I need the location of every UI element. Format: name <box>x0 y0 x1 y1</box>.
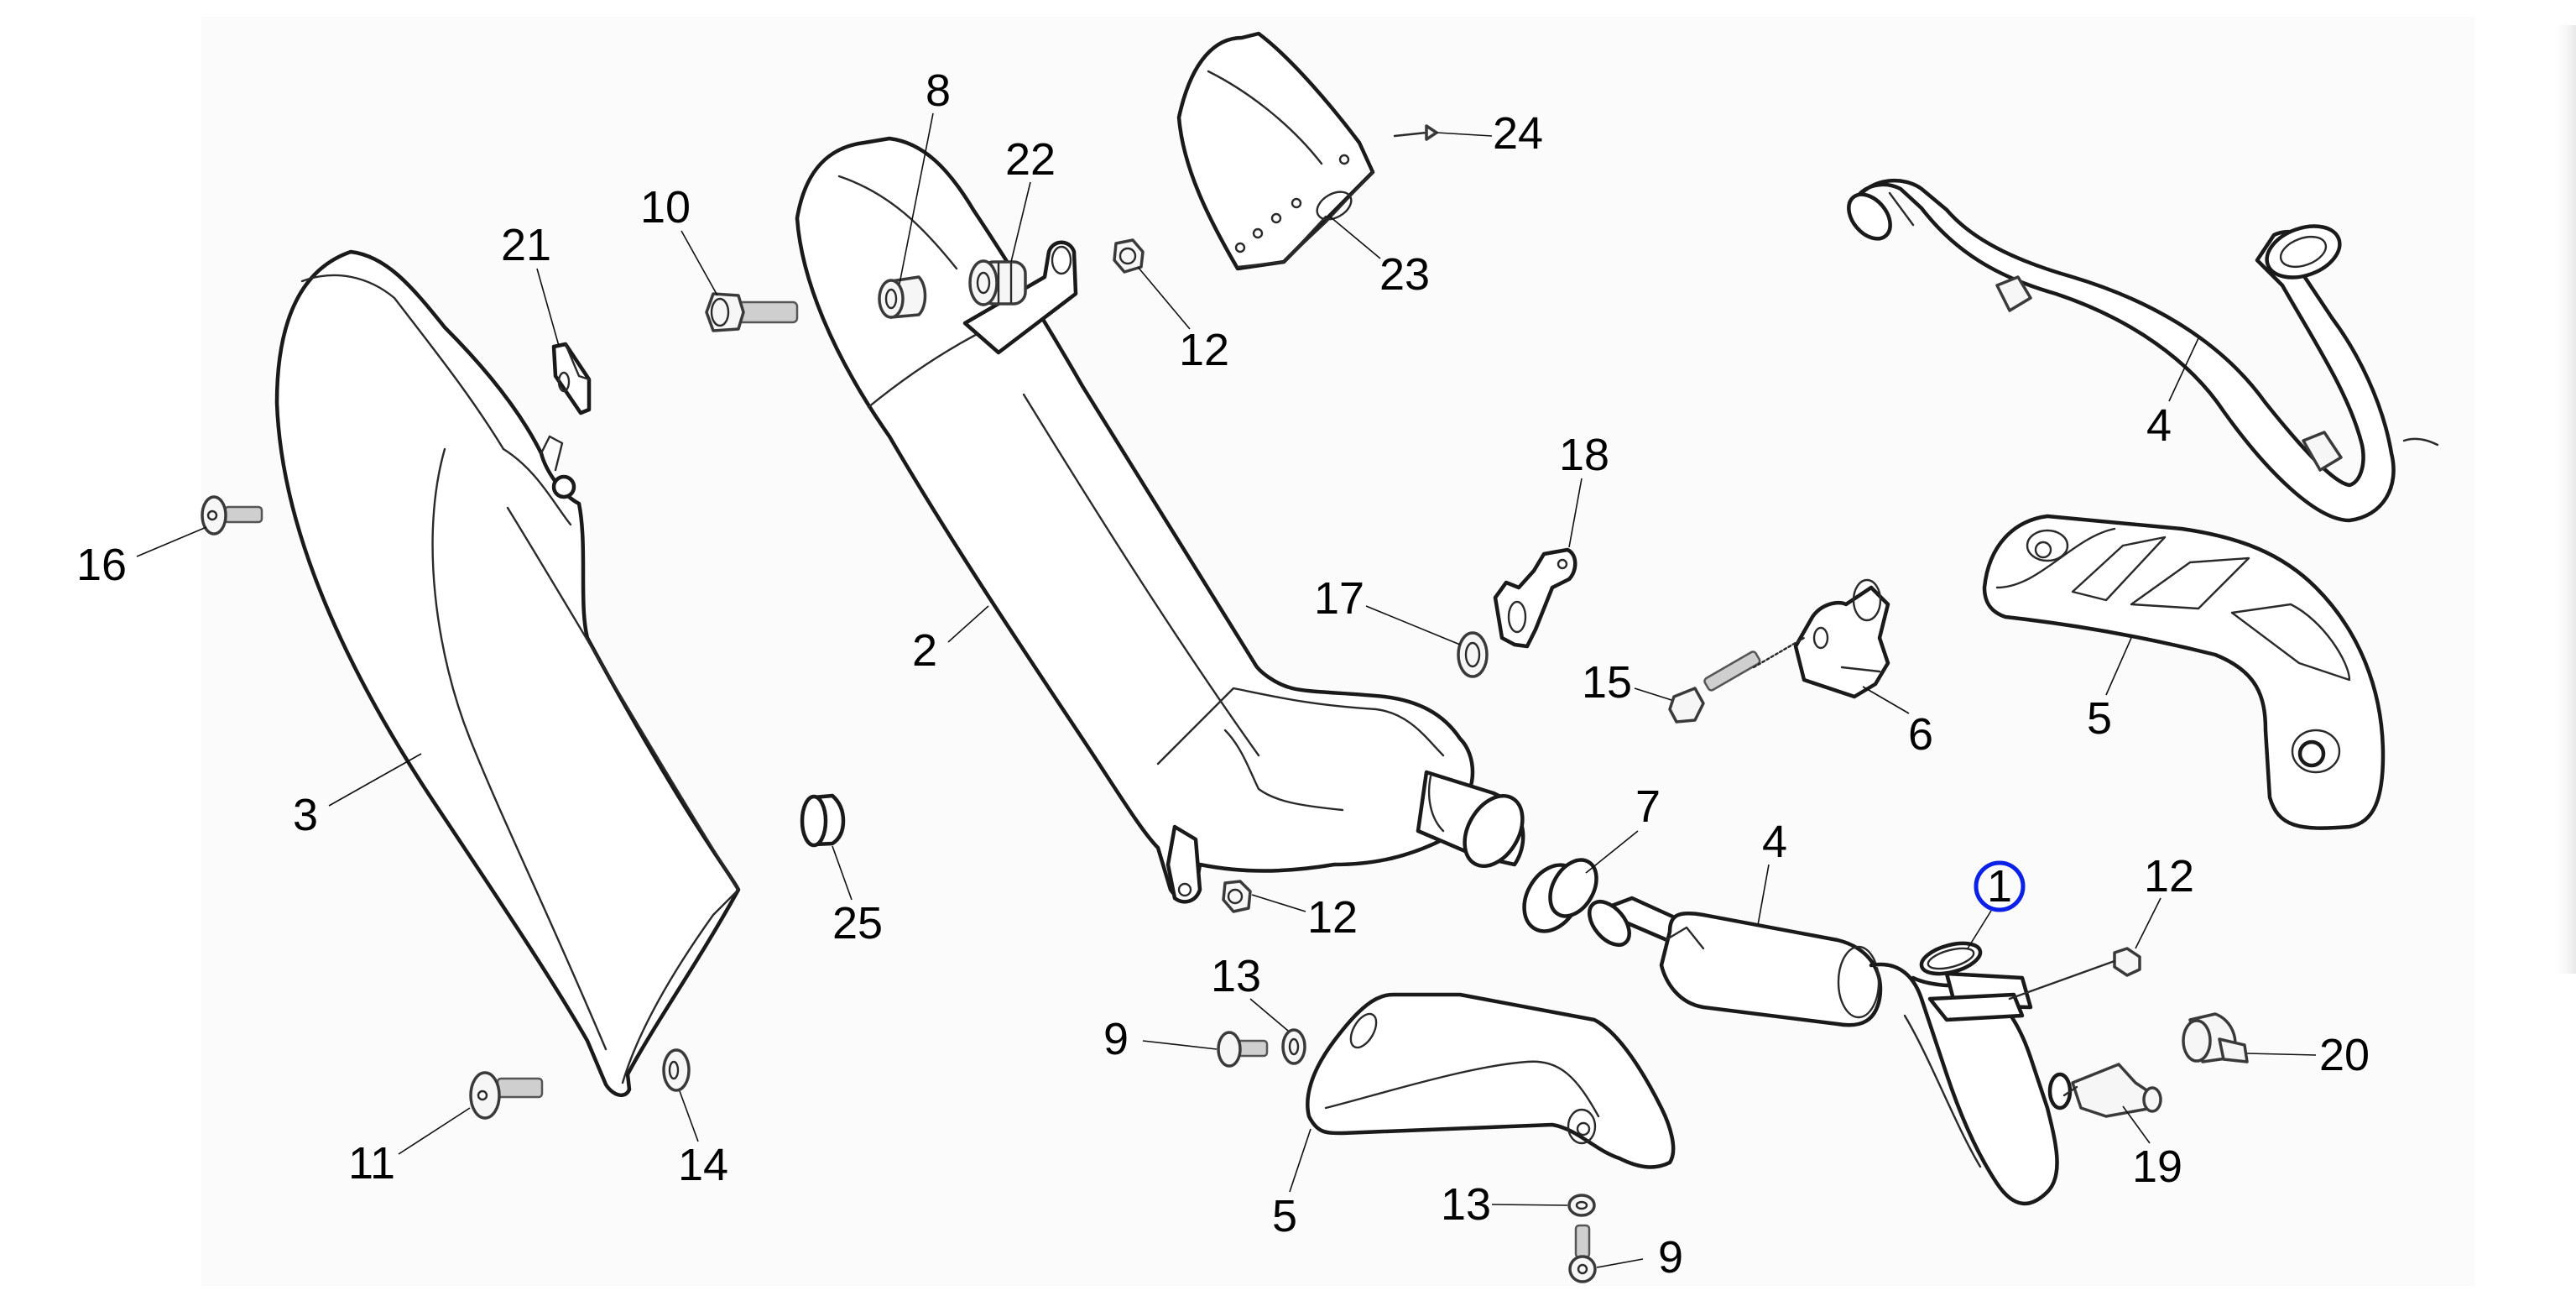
callout-label-clamp-bolt[interactable]: 15 <box>1582 657 1632 708</box>
leader-line-grommet <box>1365 605 1461 645</box>
leader-line-silencer <box>947 605 989 643</box>
leader-line-screw <box>1596 1258 1644 1268</box>
callout-label-screw[interactable]: 9 <box>1658 1232 1683 1283</box>
leader-line-silencer-heat-shield <box>328 753 422 807</box>
part-exhaust-pipe[interactable] <box>1582 894 2073 1206</box>
leader-lines <box>136 112 2317 1268</box>
leader-line-gasket <box>1967 910 1992 949</box>
part-washer[interactable] <box>1281 1028 1306 1065</box>
callout-label-clamp[interactable]: 6 <box>1908 709 1933 760</box>
callout-label-gasket[interactable]: 1 <box>1987 861 2012 912</box>
part-connector[interactable] <box>2182 1012 2249 1063</box>
callout-label-button-screw[interactable]: 11 <box>348 1138 395 1189</box>
callout-label-nut[interactable]: 12 <box>2144 851 2194 901</box>
leader-line-sleeve <box>1585 830 1639 874</box>
leader-line-exhaust-pipe <box>2168 337 2199 402</box>
callout-label-pipe-heat-shield[interactable]: 5 <box>2087 693 2112 744</box>
callout-label-nut[interactable]: 12 <box>1307 892 1358 943</box>
callout-label-exhaust-pipe[interactable]: 4 <box>1762 817 1787 867</box>
part-sleeve[interactable] <box>1513 852 1606 942</box>
part-screw[interactable] <box>1568 1224 1597 1283</box>
callout-labels: 8 22 10 21 24 23 12 16 18 17 2 15 6 4 5 3 7 25 12 4 1 12 13 9 20… <box>76 65 2370 1283</box>
callout-label-sensor[interactable]: 19 <box>2132 1142 2182 1192</box>
leader-line-spacer <box>899 112 934 285</box>
part-grommet[interactable] <box>1457 631 1489 678</box>
callout-label-sleeve[interactable]: 7 <box>1635 781 1661 832</box>
part-nut[interactable] <box>1113 238 1145 274</box>
part-bracket[interactable] <box>1493 547 1577 649</box>
part-nut[interactable] <box>1222 880 1252 913</box>
leader-line-pipe-heat-shield <box>1289 1128 1311 1193</box>
callout-label-bracket[interactable]: 18 <box>1559 430 1609 480</box>
part-clamp-bolt[interactable] <box>1668 650 1761 724</box>
callout-label-rivet[interactable]: 24 <box>1493 108 1543 159</box>
leader-line-plate-nut <box>536 268 560 347</box>
callout-label-washer[interactable]: 13 <box>1211 951 1261 1001</box>
callout-label-screw[interactable]: 9 <box>1103 1014 1129 1064</box>
callout-label-exhaust-pipe[interactable]: 4 <box>2146 400 2172 451</box>
part-plug[interactable] <box>800 793 846 848</box>
part-screw[interactable] <box>1217 1031 1269 1068</box>
leader-line-button-screw <box>398 1107 471 1155</box>
callout-label-silencer-heat-shield[interactable]: 3 <box>293 790 318 840</box>
callout-label-washer[interactable]: 13 <box>1441 1179 1491 1230</box>
part-screw-small[interactable] <box>201 495 263 536</box>
leader-line-exhaust-pipe <box>1757 864 1770 926</box>
part-sensor[interactable] <box>2062 1063 2162 1118</box>
leader-line-rivet <box>1436 132 1493 137</box>
leader-line-bracket <box>1568 478 1583 548</box>
part-rubber-mount[interactable] <box>968 259 1027 306</box>
part-spacer[interactable] <box>878 275 927 319</box>
part-rivet[interactable] <box>1393 124 1438 141</box>
right-edge-shadow <box>2551 25 2576 974</box>
callout-label-bushing[interactable]: 14 <box>678 1140 728 1190</box>
callout-label-flange-bolt[interactable]: 10 <box>640 182 691 233</box>
part-button-screw[interactable] <box>469 1071 544 1120</box>
callout-label-plug[interactable]: 25 <box>832 898 883 948</box>
part-flange-bolt[interactable] <box>705 292 799 332</box>
leader-line-washer <box>1491 1204 1568 1206</box>
leader-line-nut <box>1137 266 1191 330</box>
leader-line-connector <box>2246 1053 2317 1056</box>
leader-line-screw-small <box>136 526 207 557</box>
leader-line-clamp <box>1862 686 1910 714</box>
callout-label-screw-small[interactable]: 16 <box>76 540 127 590</box>
callout-label-pipe-heat-shield[interactable]: 5 <box>1272 1191 1297 1241</box>
part-end-cap[interactable] <box>1176 31 1375 271</box>
leader-line-sensor <box>2122 1105 2151 1144</box>
leader-line-clamp-bolt <box>1634 687 1672 701</box>
leader-line-nut <box>1251 894 1306 912</box>
leader-line-screw <box>1142 1040 1218 1050</box>
callout-label-silencer[interactable]: 2 <box>912 625 937 676</box>
part-clamp[interactable] <box>1752 578 1890 699</box>
part-bushing[interactable] <box>662 1048 691 1092</box>
leader-line-rubber-mount <box>1010 181 1031 263</box>
callout-label-plate-nut[interactable]: 21 <box>501 220 551 270</box>
callout-label-rubber-mount[interactable]: 22 <box>1005 134 1056 185</box>
callout-label-connector[interactable]: 20 <box>2319 1030 2370 1080</box>
leader-line-nut <box>2135 897 2161 949</box>
part-washer[interactable] <box>1567 1194 1596 1217</box>
leader-line-pipe-heat-shield <box>2105 637 2132 696</box>
leader-line-end-cap <box>1329 216 1381 259</box>
leader-line-plug <box>832 845 853 901</box>
part-pipe-heat-shield[interactable] <box>1306 992 1676 1169</box>
part-silencer-heat-shield[interactable] <box>274 249 741 1098</box>
leader-line-bushing <box>679 1090 699 1142</box>
leader-line-flange-bolt <box>681 230 718 296</box>
callout-label-nut[interactable]: 12 <box>1179 325 1229 375</box>
part-plate-nut[interactable] <box>551 342 592 415</box>
callout-label-end-cap[interactable]: 23 <box>1379 249 1430 300</box>
highlight-ring <box>1974 860 2026 912</box>
part-pipe-heat-shield[interactable] <box>1982 514 2386 830</box>
part-exhaust-pipe[interactable] <box>1840 179 2439 523</box>
leader-line-washer <box>1249 998 1289 1032</box>
part-silencer[interactable] <box>795 136 1534 904</box>
callout-label-grommet[interactable]: 17 <box>1314 573 1364 624</box>
callout-label-spacer[interactable]: 8 <box>926 65 951 116</box>
part-nut[interactable] <box>2008 947 2141 1001</box>
parts-layer <box>201 31 2439 1283</box>
part-gasket[interactable] <box>1918 938 1984 980</box>
